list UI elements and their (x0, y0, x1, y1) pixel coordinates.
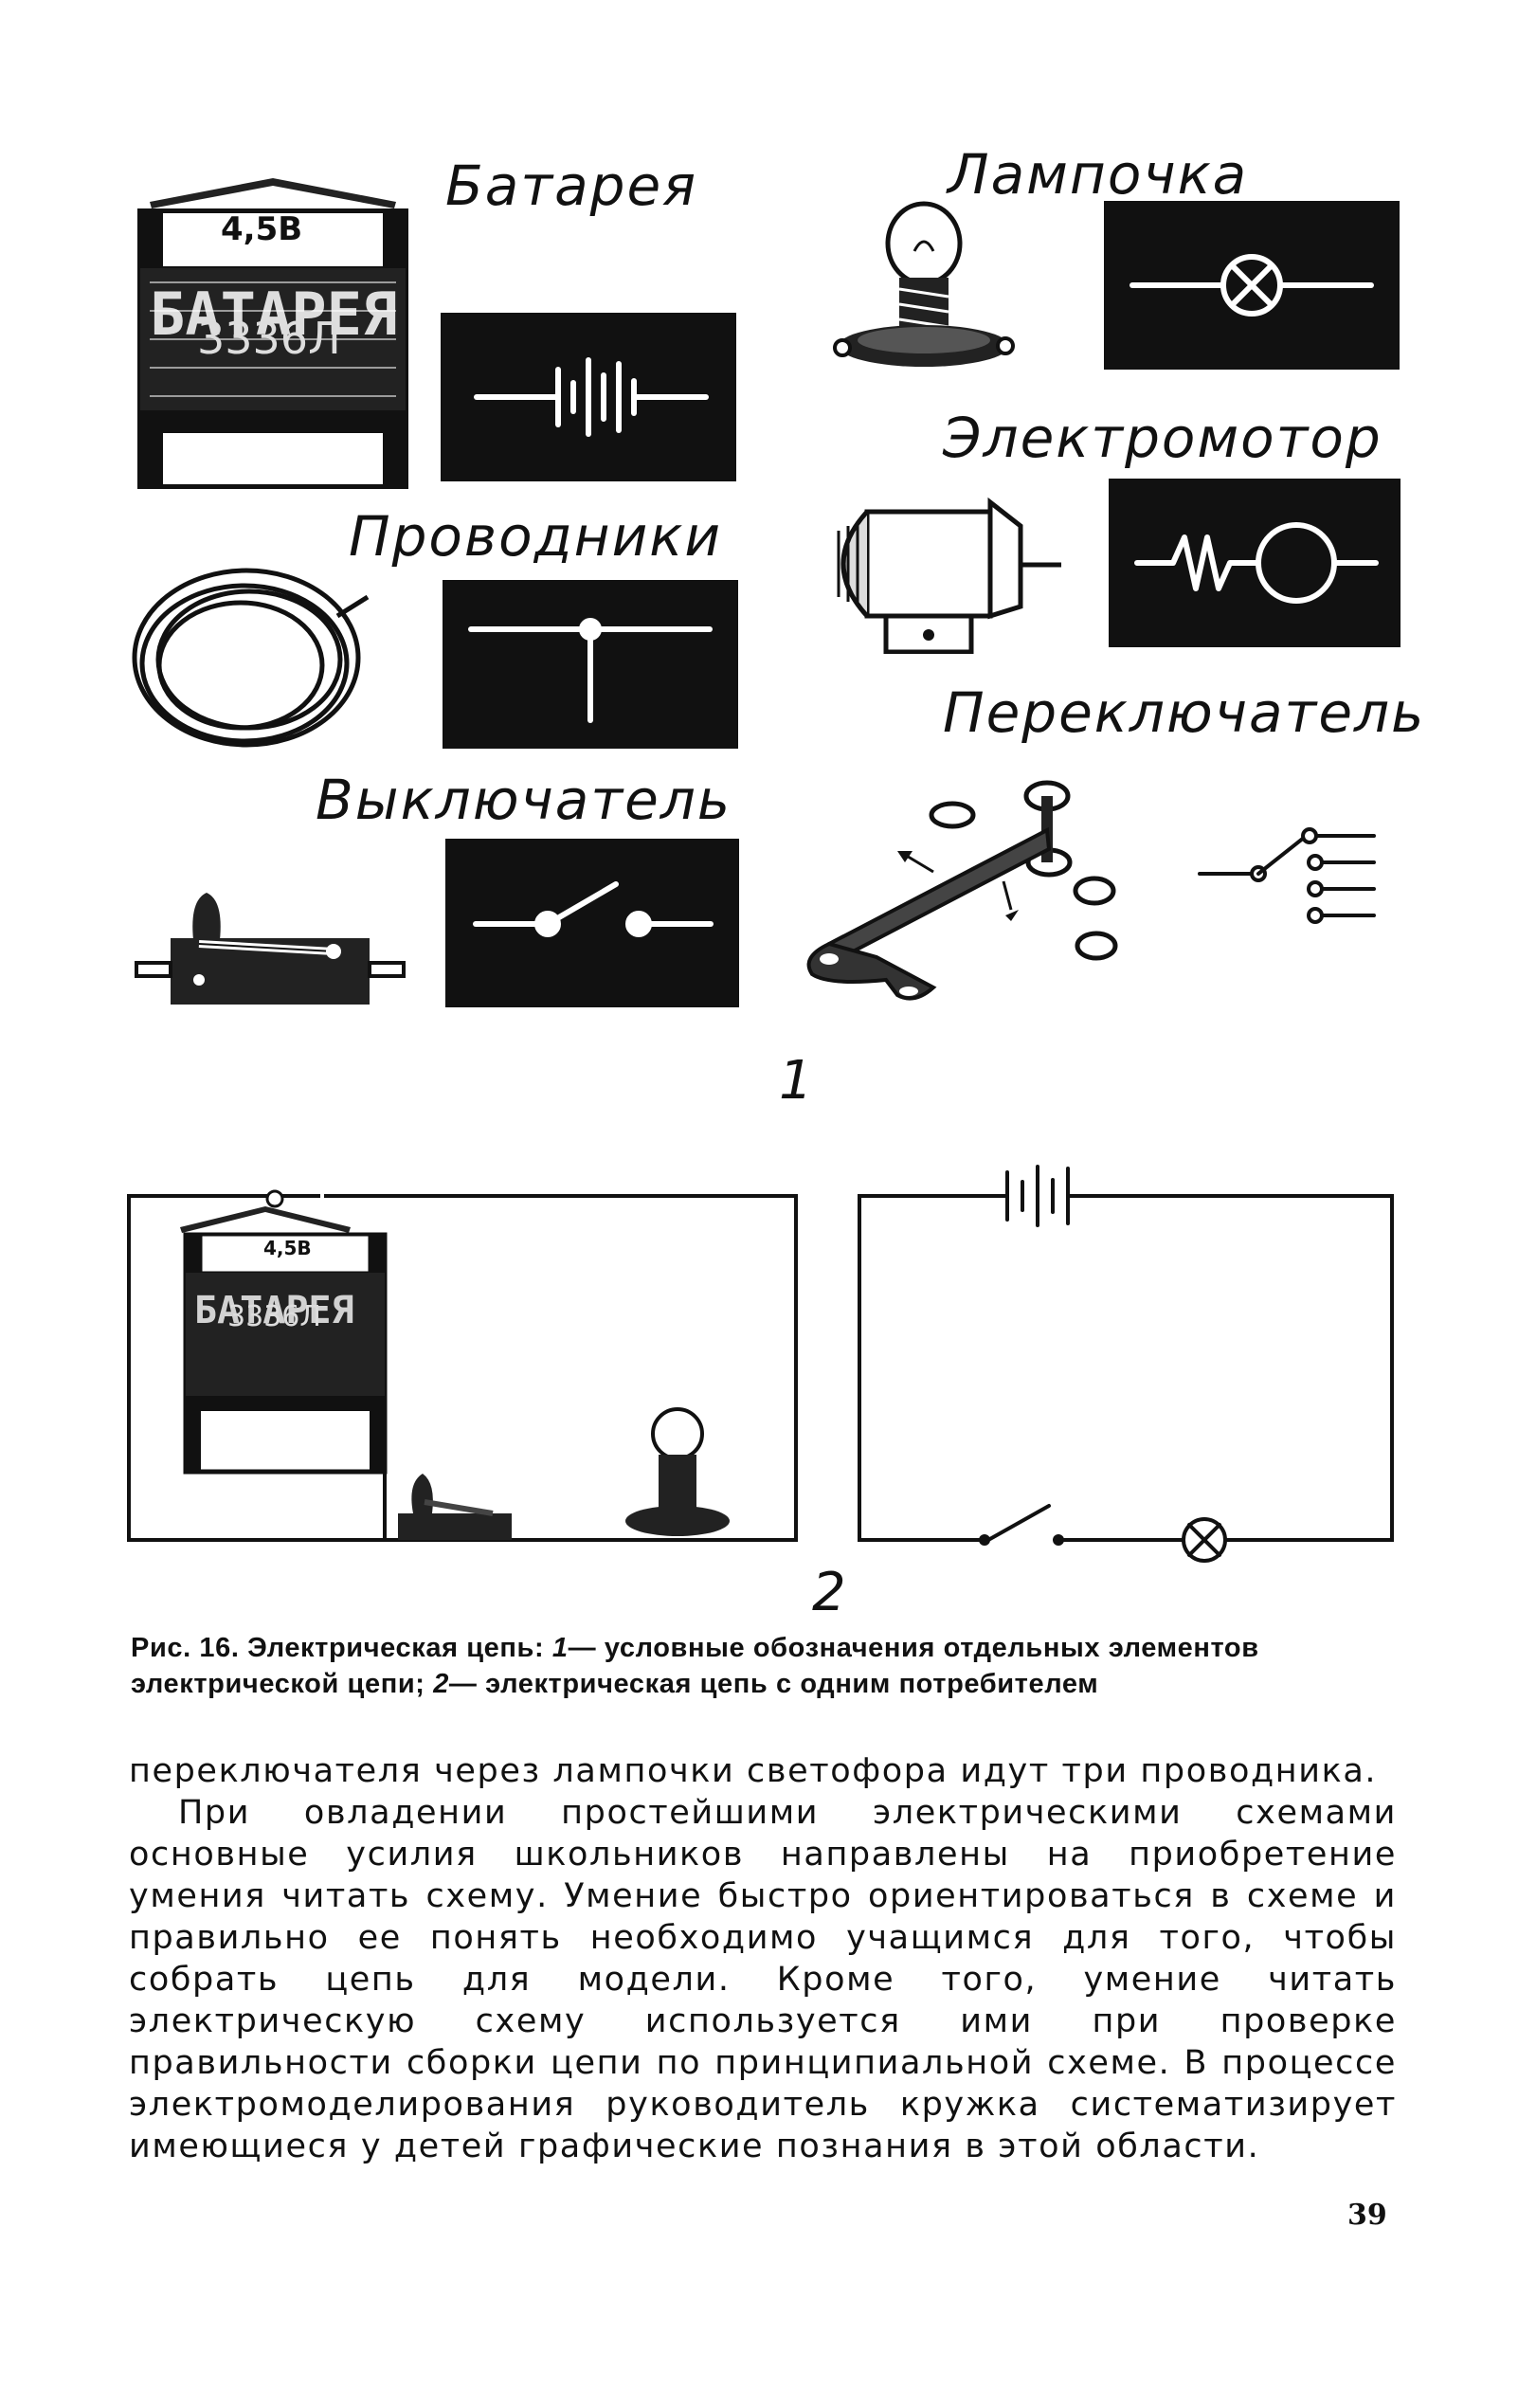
lamp-label: Лампочка (948, 142, 1249, 207)
body-text: переключателя через лампочки светофора и… (129, 1750, 1397, 2167)
schematic-circuit (848, 1151, 1407, 1568)
toggle-switch-symbol-icon (1198, 827, 1376, 924)
schematic-circuit-diagram (858, 1165, 1394, 1563)
caption-n2: 2 (433, 1669, 449, 1699)
switch-symbol-panel (445, 839, 739, 1007)
toggle-switch-symbol (1194, 824, 1383, 929)
caption-part1: — условные обозначения отдельных элемент… (131, 1633, 1259, 1699)
switch-label: Выключатель (316, 768, 732, 832)
lamp-symbol-panel (1104, 201, 1400, 370)
battery-voltage-label: 4,5В (221, 210, 303, 248)
battery-illustration (131, 159, 415, 491)
switch-illustration (133, 881, 407, 1014)
lamp-illustration (829, 194, 1019, 374)
conductors-symbol-panel (443, 580, 738, 749)
conductors-illustration (121, 559, 406, 758)
conductors-symbol-icon (468, 618, 713, 723)
figure-2-number: 2 (812, 1562, 846, 1623)
body-paragraph-2: При овладении простейшими электрическими… (129, 1794, 1397, 2165)
battery-body-text: БАТАРЕЯ (150, 280, 398, 349)
figure-1-number: 1 (779, 1050, 813, 1112)
switch-toggle-label: Переключатель (943, 680, 1426, 745)
lamp-symbol-icon (1129, 254, 1374, 317)
caption-part2: — электрическая цепь с одним потребителе… (448, 1669, 1099, 1699)
battery-model-text: 3336Л (197, 313, 341, 364)
page-number: 39 (1347, 2199, 1387, 2232)
circuit-battery-model: 3336Л (227, 1300, 321, 1333)
caption-n1: 1 (551, 1633, 569, 1663)
figure-caption: Рис. 16. Электрическая цепь: 1— условные… (131, 1630, 1393, 1702)
circuit-battery-body-text: БАТАРЕЯ (194, 1289, 354, 1332)
switch-symbol-icon (473, 881, 714, 937)
battery-label: Батарея (445, 154, 698, 218)
circuit-battery-voltage: 4,5В (263, 1237, 312, 1259)
motor-symbol-panel (1109, 479, 1401, 647)
motor-illustration (801, 474, 1066, 654)
pictorial-circuit (123, 1180, 805, 1559)
motor-label: Электромотор (943, 406, 1382, 470)
caption-prefix: Рис. 16. Электрическая цепь: (131, 1633, 552, 1663)
conductors-label: Проводники (349, 504, 723, 569)
battery-symbol-panel (441, 313, 736, 481)
motor-symbol-icon (1134, 522, 1379, 604)
body-paragraph-1: переключателя через лампочки светофора и… (129, 1752, 1378, 1790)
battery-symbol-icon (474, 357, 709, 437)
toggle-switch-illustration (791, 768, 1132, 1014)
